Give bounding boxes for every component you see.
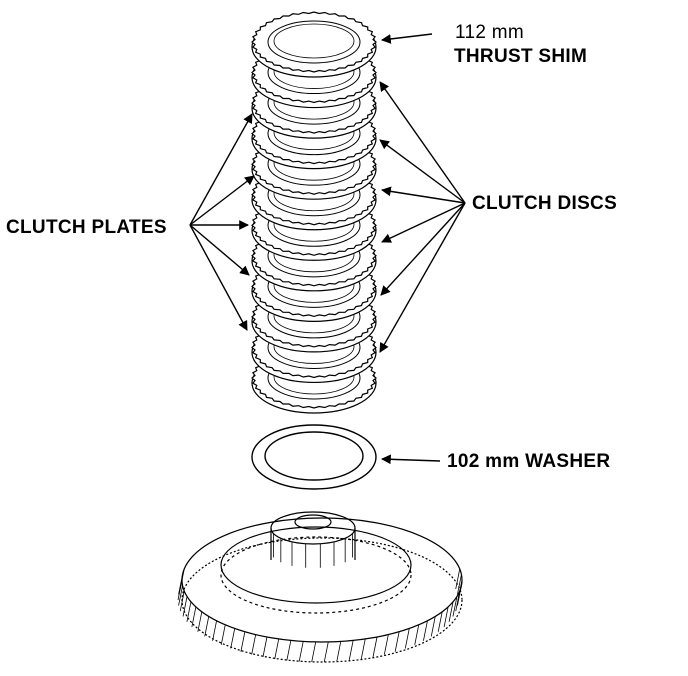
gear-teeth (177, 568, 463, 663)
clutch-disc-arrow (379, 81, 466, 204)
thrust-shim-size-label: 112 mm (455, 22, 525, 43)
washer-label: 102 mm WASHER (447, 451, 611, 472)
clutch-pack-stack (251, 11, 377, 414)
shaft-splines (270, 528, 356, 568)
clutch-discs-label: CLUTCH DISCS (472, 193, 618, 214)
clutch-disc-arrow (379, 139, 466, 204)
clutch-disc-arrow (381, 186, 466, 204)
thrust-shim-label: THRUST SHIM (454, 46, 588, 67)
leader-arrows (189, 33, 466, 465)
gear-assembly (177, 511, 463, 663)
clutch-disc-arrow (381, 202, 466, 243)
washer-arrow (381, 454, 441, 465)
clutch-plate-arrow (189, 175, 255, 226)
thrust-shim-arrow (381, 33, 433, 44)
clutch-disc-arrow (380, 202, 466, 296)
clutch-plates-label: CLUTCH PLATES (6, 217, 167, 238)
clutch-disc-arrow (379, 202, 466, 353)
clutch-plate-arrow (189, 224, 250, 276)
clutch-plate-arrow (189, 113, 253, 226)
thrust-shim (251, 11, 377, 78)
washer (251, 424, 377, 490)
clutch-plate-arrow (189, 224, 248, 331)
